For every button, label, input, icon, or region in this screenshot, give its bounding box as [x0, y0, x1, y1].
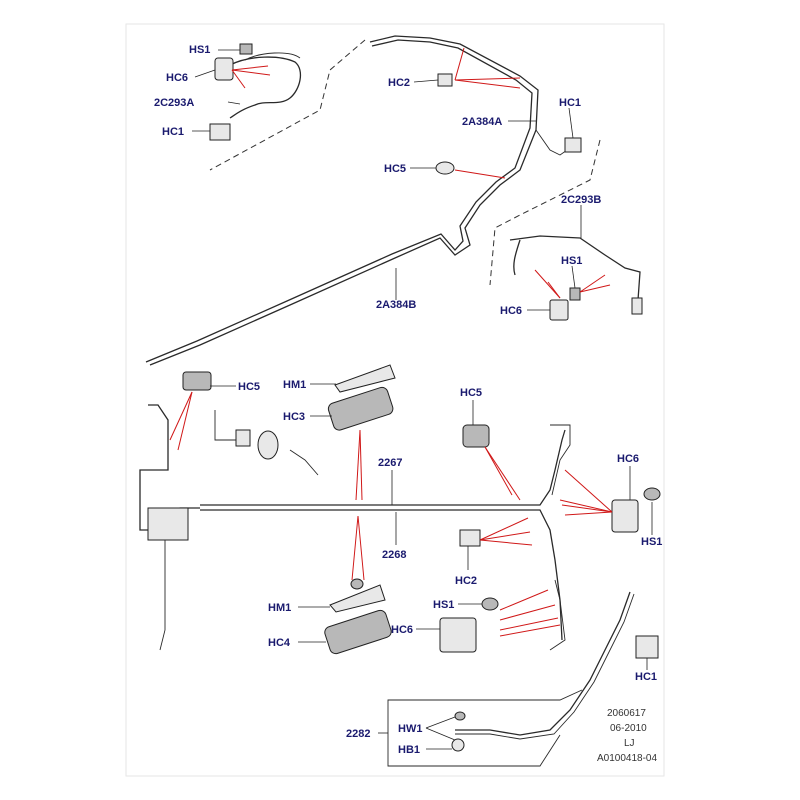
hs1-bolt-part [239, 43, 253, 55]
label-hc6-rear-right: HC6 [617, 453, 639, 465]
label-hc2: HC2 [388, 77, 410, 89]
label-hc6-rear-left: HC6 [391, 624, 413, 636]
hb1-bolt-part [451, 738, 465, 752]
hc2-mid-clip [459, 529, 481, 547]
label-2a384a: 2A384A [462, 116, 502, 128]
hc1-right-bracket [564, 137, 582, 153]
label-hc1: HC1 [162, 126, 184, 138]
footer-date: 06-2010 [610, 723, 647, 734]
front-left-hose-group [192, 39, 366, 171]
footer-initials: LJ [624, 738, 635, 749]
label-hs1: HS1 [189, 44, 210, 56]
label-hc5-mid: HC5 [460, 387, 482, 399]
upper-clip-group [169, 364, 396, 501]
label-2c293b: 2C293B [561, 194, 601, 206]
abs-modulator-bracket [147, 507, 189, 541]
hc6-clip-part [214, 57, 234, 81]
parking-cable-group [378, 591, 659, 767]
hose-2c293a [229, 56, 302, 119]
label-2c293a: 2C293A [154, 97, 194, 109]
hc5-clip-part [435, 161, 455, 175]
callout-labels: HS1 HC6 2C293A HC1 HC2 2A384A HC1 HC5 2C… [154, 44, 662, 756]
label-2267: 2267 [378, 457, 402, 469]
hc1-bracket-part [209, 123, 231, 141]
label-hc6: HC6 [166, 72, 188, 84]
hc4-clip-part [324, 609, 392, 655]
hc3-clip-part [327, 386, 394, 431]
pipe-2267 [200, 429, 566, 506]
hc1-bottom-bracket [635, 635, 659, 659]
hc2-clip-part [437, 73, 453, 87]
label-2a384b: 2A384B [376, 299, 416, 311]
label-hc2-mid: HC2 [455, 575, 477, 587]
hm1-lower-part [329, 584, 386, 613]
master-cylinder-part [257, 430, 279, 460]
rear-pipe-group [139, 400, 661, 651]
hc5-mid-clip [462, 424, 490, 448]
boundary-dash [209, 39, 366, 171]
label-hc1-bottom: HC1 [635, 671, 657, 683]
hc6-rear-left-clip [439, 617, 477, 653]
label-hs1-rear-left: HS1 [433, 599, 454, 611]
cable-2282 [455, 591, 631, 736]
front-right-hose-group [489, 139, 643, 321]
pipe-2a384b [145, 39, 533, 363]
footer-code: 2060617 [607, 708, 646, 719]
hw1-washer-part [454, 711, 466, 721]
hc6-rear-right-clip [611, 499, 639, 533]
label-hc5: HC5 [384, 163, 406, 175]
label-hw1: HW1 [398, 723, 422, 735]
label-hm1-upper: HM1 [283, 379, 306, 391]
label-hs1-rear-right: HS1 [641, 536, 662, 548]
hc5-left-clip [182, 371, 212, 391]
hs1-rear-right-bolt [643, 487, 661, 501]
label-hc6-right: HC6 [500, 305, 522, 317]
label-2268: 2268 [382, 549, 406, 561]
label-2282: 2282 [346, 728, 370, 740]
main-brake-pipes [145, 35, 582, 366]
label-hs1-right: HS1 [561, 255, 582, 267]
diagram-border [125, 23, 665, 777]
label-hb1: HB1 [398, 744, 420, 756]
label-hm1-lower: HM1 [268, 602, 291, 614]
drawing-footer: 2060617 06-2010 LJ A0100418-04 [597, 708, 657, 764]
label-hc4: HC4 [268, 637, 291, 649]
label-hc1-right: HC1 [559, 97, 581, 109]
lower-clip-group [298, 515, 392, 655]
hs1-right-bolt [569, 287, 581, 301]
hs1-rear-left-bolt [481, 597, 499, 611]
rear-left-hose-group [416, 579, 566, 653]
footer-ref: A0100418-04 [597, 753, 657, 764]
hm1-upper-part [334, 364, 396, 393]
label-hc5-left: HC5 [238, 381, 260, 393]
label-hc3: HC3 [283, 411, 305, 423]
pipe-2268 [200, 509, 563, 641]
hc6-right-clip [549, 299, 569, 321]
hose-2c293b [509, 235, 641, 301]
pipe-2a384a [149, 35, 539, 366]
